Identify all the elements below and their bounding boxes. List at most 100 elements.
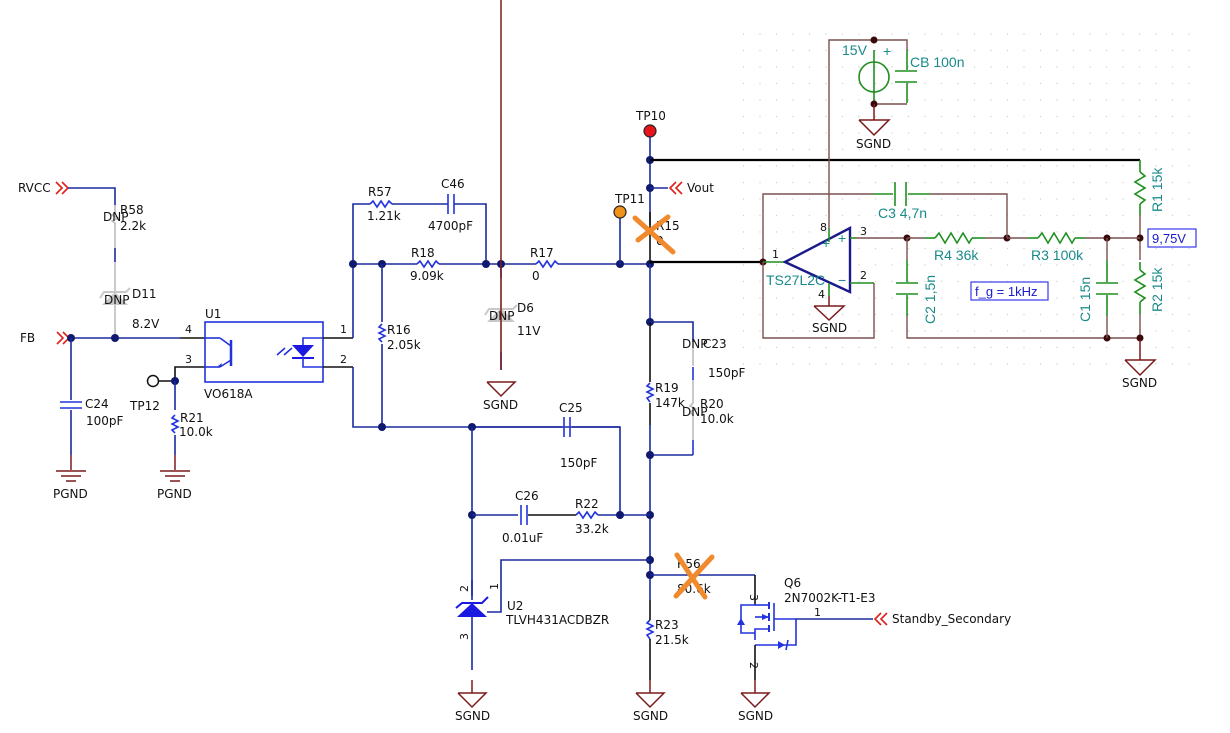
svg-text:R16: R16 — [387, 323, 411, 337]
svg-text:R22: R22 — [575, 497, 599, 511]
r58-resistor[interactable]: DNP R58 2.2k — [103, 203, 146, 262]
d11-zener-diode[interactable]: DNP D11 8.2V — [99, 262, 160, 338]
r21-resistor[interactable]: R21 10.0k — [170, 381, 213, 470]
r57-resistor[interactable]: R57 1.21k — [367, 185, 401, 223]
svg-text:4: 4 — [185, 323, 192, 336]
svg-text:D6: D6 — [517, 301, 534, 315]
r17-resistor[interactable]: R17 0 — [530, 246, 559, 283]
rvcc-net-label: RVCC — [18, 181, 70, 195]
fb-net-label: FB — [20, 331, 71, 345]
c23-capacitor[interactable]: DNP C23 150pF — [682, 337, 746, 398]
svg-text:10.0k: 10.0k — [700, 412, 734, 426]
svg-text:R1 15k: R1 15k — [1149, 167, 1165, 212]
svg-text:SGND: SGND — [633, 709, 668, 723]
overlay-grid — [740, 25, 1205, 370]
c3-capacitor[interactable]: C3 4,7n — [873, 182, 930, 221]
c26-capacitor[interactable]: C26 0.01uF — [502, 489, 543, 545]
svg-text:2: 2 — [458, 585, 471, 592]
svg-text:Standby_Secondary: Standby_Secondary — [892, 612, 1011, 626]
standby-net-label: Standby_Secondary — [873, 612, 1011, 626]
svg-text:1: 1 — [340, 323, 347, 336]
sgnd-symbol: SGND — [812, 296, 847, 335]
svg-text:C25: C25 — [559, 401, 583, 415]
svg-text:R3 100k: R3 100k — [1031, 247, 1084, 263]
tp10-test-point[interactable]: TP10 — [635, 109, 666, 138]
svg-text:U2: U2 — [507, 599, 523, 613]
svg-text:D11: D11 — [132, 287, 157, 301]
svg-text:VO618A: VO618A — [204, 387, 253, 401]
u1-optocoupler[interactable]: U1 VO618A 1 2 — [204, 307, 347, 401]
svg-text:R19: R19 — [655, 381, 679, 395]
u2-shunt-regulator[interactable]: 2 1 3 U2 TLVH431ACDBZR — [455, 559, 650, 670]
svg-text:−: − — [838, 272, 846, 288]
tp11-test-point[interactable]: TP11 — [613, 192, 645, 219]
svg-text:TP10: TP10 — [635, 109, 666, 123]
svg-text:CB 100n: CB 100n — [910, 54, 964, 70]
r19-resistor[interactable]: R19 147k — [645, 322, 685, 425]
sgnd-symbol: SGND — [483, 0, 518, 412]
svg-text:R18: R18 — [411, 246, 435, 260]
cb-capacitor[interactable]: CB 100n — [895, 50, 964, 103]
sgnd-symbol: SGND — [738, 680, 773, 723]
tp12-test-point[interactable]: TP12 — [129, 374, 160, 414]
svg-text:C46: C46 — [441, 177, 465, 191]
svg-text:4700pF: 4700pF — [428, 219, 473, 233]
svg-text:+: + — [822, 235, 830, 251]
svg-text:TLVH431ACDBZR: TLVH431ACDBZR — [505, 613, 609, 627]
r56-resistor-removed[interactable]: R56 80.6k — [650, 552, 755, 600]
svg-text:100pF: 100pF — [86, 414, 124, 428]
c2-capacitor[interactable]: C2 1,5n — [896, 260, 938, 324]
r1-resistor[interactable]: R1 15k — [1133, 160, 1165, 215]
svg-text:C23: C23 — [703, 337, 727, 351]
removed-x-mark — [632, 215, 676, 255]
fg-note: f_g = 1kHz — [970, 281, 1049, 301]
svg-text:4: 4 — [818, 288, 825, 301]
svg-text:U1: U1 — [205, 307, 221, 321]
voltage-probe: 9,75V — [1147, 228, 1197, 248]
r16-resistor[interactable]: R16 2.05k — [377, 264, 421, 427]
pgnd-symbol: PGND — [157, 470, 192, 501]
svg-text:2: 2 — [860, 269, 867, 282]
svg-text:C1 15n: C1 15n — [1077, 277, 1093, 322]
svg-text:TP11: TP11 — [614, 192, 645, 206]
svg-text:DNP: DNP — [682, 405, 707, 419]
svg-text:15V: 15V — [842, 42, 868, 58]
r18-resistor[interactable]: R18 9.09k — [410, 246, 444, 283]
r4-resistor[interactable]: R4 36k — [925, 231, 985, 263]
r15-resistor-removed[interactable]: R15 0 — [632, 212, 680, 264]
svg-text:R58: R58 — [120, 203, 144, 217]
svg-text:3: 3 — [185, 353, 192, 366]
svg-text:3: 3 — [860, 225, 867, 238]
svg-text:9,75V: 9,75V — [1152, 231, 1186, 246]
c25-capacitor[interactable]: C25 150pF — [559, 401, 598, 470]
svg-text:1: 1 — [772, 248, 779, 261]
c46-capacitor[interactable]: C46 4700pF — [428, 177, 473, 233]
svg-text:R2 15k: R2 15k — [1149, 267, 1165, 312]
svg-text:PGND: PGND — [157, 487, 192, 501]
c24-capacitor[interactable]: C24 100pF — [60, 338, 124, 470]
svg-text:8.2V: 8.2V — [132, 317, 160, 331]
ts27l2c-opamp[interactable]: + + − TS27L2C 1 2 3 4 8 — [763, 221, 874, 301]
svg-text:8: 8 — [820, 221, 827, 234]
svg-text:DNP: DNP — [104, 293, 129, 307]
svg-text:SGND: SGND — [455, 709, 490, 723]
svg-text:R21: R21 — [180, 411, 204, 425]
svg-text:2.2k: 2.2k — [120, 219, 146, 233]
svg-text:Q6: Q6 — [784, 576, 801, 590]
svg-text:2: 2 — [340, 353, 347, 366]
sgnd-symbol: SGND — [856, 104, 891, 151]
r23-resistor[interactable]: R23 21.5k — [645, 600, 689, 680]
15v-voltage-source[interactable]: 15V + — [842, 42, 891, 102]
r22-resistor[interactable]: R22 33.2k — [575, 497, 609, 536]
svg-text:C26: C26 — [515, 489, 539, 503]
svg-text:C24: C24 — [85, 397, 109, 411]
q6-mosfet[interactable]: 3 2 1 Q6 2N7002K-T1-E3 — [737, 575, 876, 680]
c1-capacitor[interactable]: C1 15n — [1077, 260, 1118, 322]
pgnd-symbol: PGND — [53, 470, 88, 501]
svg-text:C2 1,5n: C2 1,5n — [922, 275, 938, 324]
r20-resistor[interactable]: DNP R20 10.0k — [682, 397, 734, 455]
r2-resistor[interactable]: R2 15k — [1133, 262, 1165, 314]
svg-text:C3 4,7n: C3 4,7n — [878, 205, 927, 221]
r3-resistor[interactable]: R3 100k — [1028, 231, 1085, 263]
